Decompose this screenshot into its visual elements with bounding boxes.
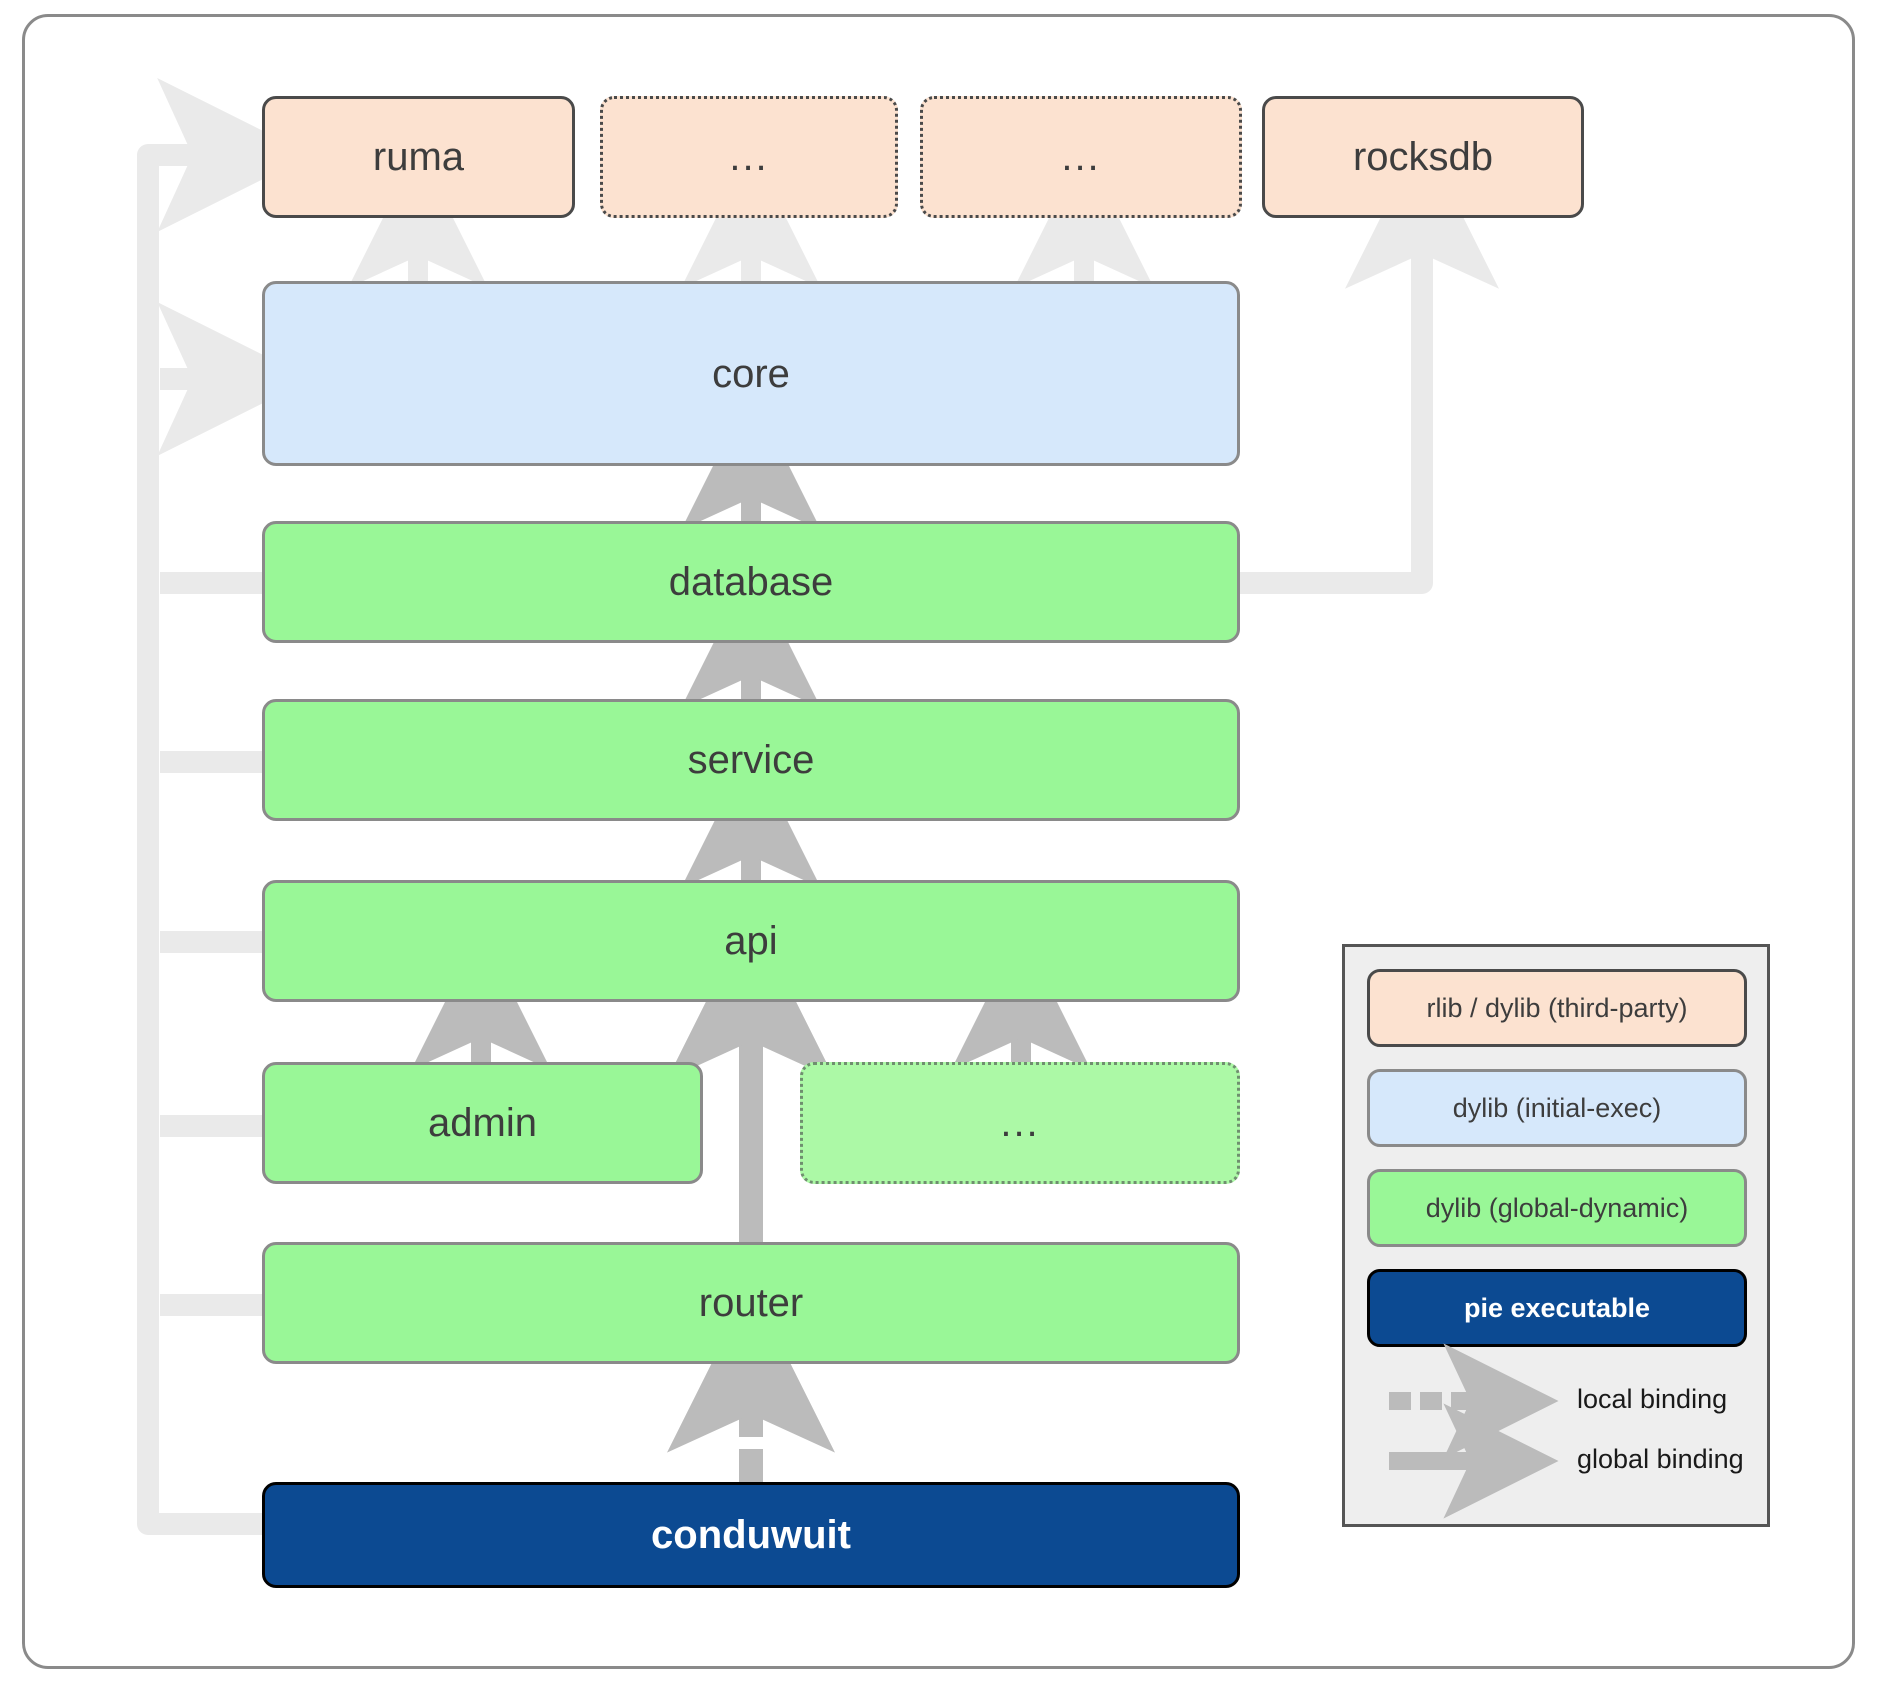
legend-label: rlib / dylib (third-party) [1426,992,1688,1023]
node-label: admin [428,1101,537,1145]
node-rocksdb[interactable]: rocksdb [1262,96,1584,218]
node-label: conduwuit [651,1513,851,1557]
legend-label: dylib (global-dynamic) [1425,1192,1689,1223]
node-label: router [698,1281,804,1325]
edge-conduwuit-global-bus [137,78,312,1535]
node-third-party-b[interactable]: ... [920,96,1242,218]
node-router[interactable]: router [262,1242,1240,1364]
legend-label: dylib (initial-exec) [1452,1092,1662,1123]
legend-arrow-glyphs [1389,1343,1559,1519]
legend-swatch-third-party: rlib / dylib (third-party) [1367,969,1747,1047]
node-extra[interactable]: ... [800,1062,1240,1184]
node-admin[interactable]: admin [262,1062,703,1184]
node-database[interactable]: database [262,521,1240,643]
legend-global-binding-label: global binding [1577,1444,1744,1474]
legend-swatch-pie: pie executable [1367,1269,1747,1347]
node-third-party-a[interactable]: ... [600,96,898,218]
node-api[interactable]: api [262,880,1240,1002]
node-label: ruma [372,135,465,179]
legend-swatch-global-dynamic: dylib (global-dynamic) [1367,1169,1747,1247]
legend-panel: rlib / dylib (third-party) dylib (initia… [1342,944,1770,1527]
node-label: rocksdb [1352,135,1494,179]
node-label: database [668,560,834,604]
legend-swatch-initial-exec: dylib (initial-exec) [1367,1069,1747,1147]
legend-label: pie executable [1463,1292,1651,1323]
node-label: ... [1000,1101,1040,1145]
node-label: ... [1061,135,1101,179]
legend-local-binding-label: local binding [1577,1384,1728,1414]
node-service[interactable]: service [262,699,1240,821]
node-label: core [712,351,790,396]
node-label: ... [729,135,769,179]
node-ruma[interactable]: ruma [262,96,575,218]
node-core[interactable]: core [262,281,1240,466]
node-label: service [687,738,815,782]
node-label: api [724,919,778,963]
node-conduwuit[interactable]: conduwuit [262,1482,1240,1588]
edge-database-rocksdb [1240,134,1499,594]
